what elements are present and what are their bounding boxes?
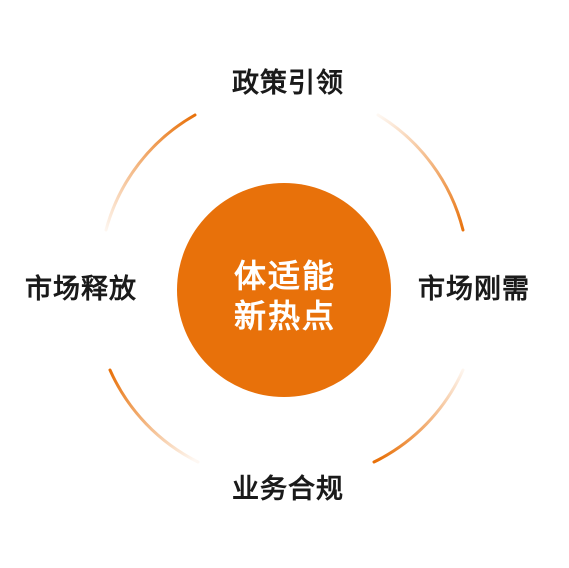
- ring-arc-bottom-right: [372, 368, 465, 464]
- center-circle: [177, 183, 391, 397]
- ring-arc-top-left: [104, 113, 197, 232]
- label-top: 政策引领: [232, 68, 344, 99]
- label-right: 市场刚需: [418, 274, 530, 305]
- label-bottom: 业务合规: [232, 474, 344, 505]
- ring-arc-top-right: [376, 113, 465, 232]
- center-title-line-2: 新热点: [233, 297, 336, 335]
- label-left: 市场释放: [25, 274, 137, 305]
- ring-arc-bottom-left: [108, 368, 200, 464]
- center-title-line-1: 体适能: [233, 257, 336, 295]
